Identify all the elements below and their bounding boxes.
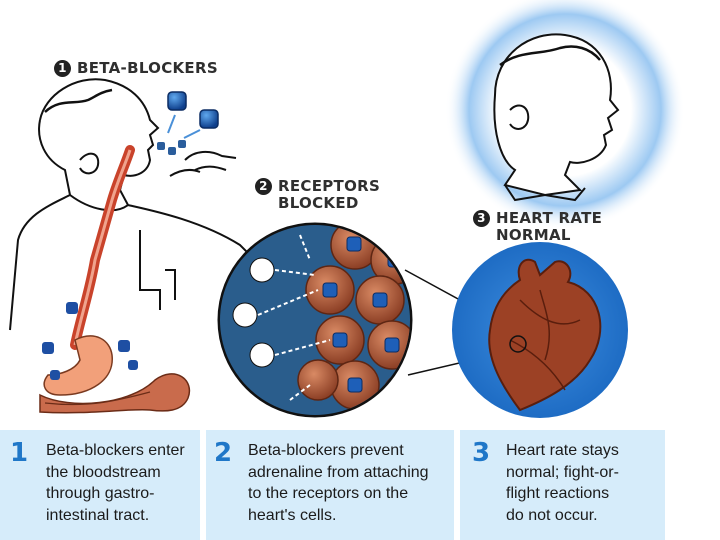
step1-label: 1 BETA-BLOCKERS <box>54 60 218 77</box>
panel-2-number: 2 <box>214 438 233 468</box>
panel-2-line: heart's cells. <box>248 506 337 524</box>
step1-number-badge: 1 <box>54 60 71 77</box>
step3-label: 3 HEART RATE NORMAL <box>473 210 602 244</box>
drug-molecules-near-stomach <box>42 302 138 380</box>
panel-3: 3 Heart rate stays normal; fight-or- fli… <box>460 430 665 540</box>
panel-3-number: 3 <box>472 438 491 468</box>
panel-3-line: normal; fight-or- <box>506 463 619 481</box>
step3-title-line2: NORMAL <box>496 226 571 244</box>
explanation-panel: 1 Beta-blockers enter the bloodstream th… <box>0 430 665 540</box>
illustration <box>9 0 685 418</box>
man-swallowing-pill-icon <box>9 78 256 331</box>
panel-1-line: intestinal tract. <box>46 506 150 524</box>
panel-1-line: Beta-blockers enter <box>46 442 185 459</box>
step1-title: BETA-BLOCKERS <box>77 59 218 77</box>
panel-1-line: through gastro- <box>46 485 155 502</box>
panel-1-line: the bloodstream <box>46 463 161 481</box>
panel-1: 1 Beta-blockers enter the bloodstream th… <box>0 430 200 540</box>
calm-man-head-icon <box>445 0 685 230</box>
stomach-icon <box>39 335 191 414</box>
step2-label: 2 RECEPTORS BLOCKED <box>255 178 380 212</box>
panel-2-line: Beta-blockers prevent <box>248 442 404 459</box>
panel-2-line: to the receptors on the <box>248 485 409 502</box>
panel-3-line: Heart rate stays <box>506 442 619 459</box>
step2-title-line1: RECEPTORS <box>278 177 381 195</box>
panel-1-number: 1 <box>10 438 29 468</box>
step2-title-line2: BLOCKED <box>278 194 359 212</box>
panel-2-line: adrenaline from attaching <box>248 463 429 481</box>
step2-number-badge: 2 <box>255 178 272 195</box>
step3-title-line1: HEART RATE <box>496 209 603 227</box>
step3-number-badge: 3 <box>473 210 490 227</box>
heart-icon <box>452 242 628 418</box>
drug-pills <box>157 91 219 155</box>
panel-2: 2 Beta-blockers prevent adrenaline from … <box>206 430 454 540</box>
panel-3-line: flight reactions <box>506 485 610 502</box>
receptor-magnifier-icon <box>217 222 413 418</box>
panel-3-line: do not occur. <box>506 506 598 524</box>
